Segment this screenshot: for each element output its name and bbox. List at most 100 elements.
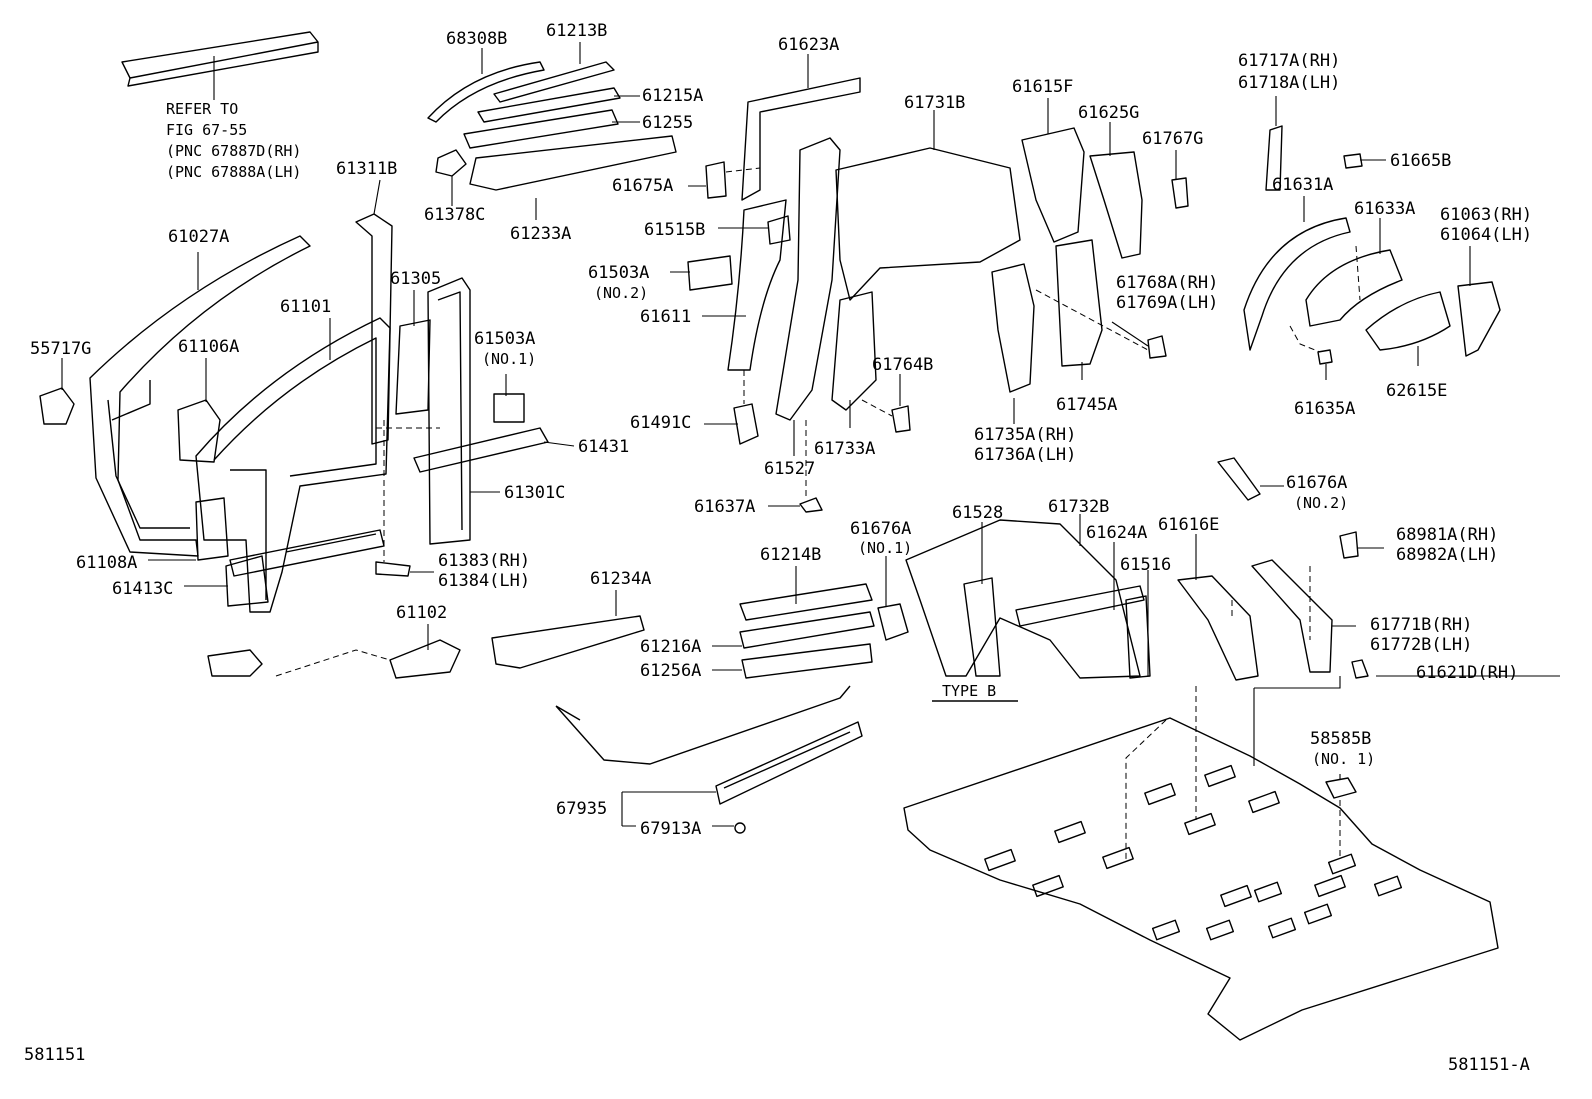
label-67935: 67935 <box>556 799 607 819</box>
type-b-body-side-part <box>905 519 1141 679</box>
label-61378C: 61378C <box>424 205 485 225</box>
header-61256A-part <box>741 643 873 679</box>
bracket-61378C-part <box>435 149 467 177</box>
bracket-61675A-part <box>705 161 727 199</box>
panel-61625G-part <box>1089 151 1143 259</box>
label-no1-58585B: (NO. 1) <box>1312 750 1375 768</box>
label-61413C: 61413C <box>112 579 173 599</box>
refer-note-line-4: (PNC 67888A(LH) <box>166 163 301 181</box>
bracket-61717A-part <box>1265 125 1283 191</box>
label-61063-rh: 61063(RH) <box>1440 205 1532 225</box>
label-61305: 61305 <box>390 269 441 289</box>
label-61623A: 61623A <box>778 35 839 55</box>
label-58585B: 58585B <box>1310 729 1371 749</box>
label-61767G: 61767G <box>1142 129 1203 149</box>
label-61772B-lh: 61772B(LH) <box>1370 635 1472 655</box>
label-61732B: 61732B <box>1048 497 1109 517</box>
catalog-number-right: 581151-A <box>1448 1055 1530 1075</box>
label-68982A-lh: 68982A(LH) <box>1396 545 1498 565</box>
label-61768A-rh: 61768A(RH) <box>1116 273 1218 293</box>
bracket-68981A-part <box>1339 531 1359 559</box>
header-61214B-part <box>739 583 873 621</box>
label-61718A-lh: 61718A(LH) <box>1238 73 1340 93</box>
refer-note-line-2: FIG 67-55 <box>166 121 247 139</box>
label-no2-61503A: (NO.2) <box>594 284 648 302</box>
panel-61413C-part <box>225 555 269 607</box>
label-61102: 61102 <box>396 603 447 623</box>
bracket-61515B-part <box>767 215 791 245</box>
label-61256A: 61256A <box>640 661 701 681</box>
clip-61637A-part <box>799 497 823 513</box>
label-61064-lh: 61064(LH) <box>1440 225 1532 245</box>
liner-62615E-part <box>1365 291 1451 351</box>
bracket-61106A-part <box>177 399 221 463</box>
panel-61108A-part <box>195 497 229 561</box>
label-61106A: 61106A <box>178 337 239 357</box>
label-62615E: 62615E <box>1386 381 1447 401</box>
bracket-61491C-part <box>733 403 759 445</box>
panel-61616E-part <box>1177 575 1259 681</box>
bracket-lower-left-part <box>207 649 263 677</box>
wheelhouse-61631A-part <box>1243 217 1351 351</box>
label-61528: 61528 <box>952 503 1003 523</box>
label-61383-rh: 61383(RH) <box>438 551 530 571</box>
center-pillar-61311B-part <box>355 213 393 445</box>
bracket-55717G-part <box>39 387 75 425</box>
label-61733A: 61733A <box>814 439 875 459</box>
panel-61102-part <box>389 639 461 679</box>
door-opening-panel-61101-part <box>195 317 391 613</box>
panel-61733A-part <box>831 291 877 411</box>
label-61631A: 61631A <box>1272 175 1333 195</box>
patch-61503A-no1-part <box>493 393 525 423</box>
header-61233A-part <box>469 135 677 191</box>
center-pillar-61301C-part <box>427 277 471 545</box>
label-61216A: 61216A <box>640 637 701 657</box>
rocker-panel-part <box>229 529 385 577</box>
label-68981A-rh: 68981A(RH) <box>1396 525 1498 545</box>
type-b-61516-part <box>1125 595 1151 679</box>
bracket-61383-part <box>375 561 411 577</box>
label-61101: 61101 <box>280 297 331 317</box>
label-61213B: 61213B <box>546 21 607 41</box>
clip-61767G-part <box>1171 177 1189 209</box>
floor-panel-edge-part <box>555 685 851 765</box>
label-61108A: 61108A <box>76 553 137 573</box>
label-61255: 61255 <box>642 113 693 133</box>
label-61635A: 61635A <box>1294 399 1355 419</box>
panel-61621D-part <box>1351 659 1369 679</box>
clip-67913A-part <box>734 822 746 834</box>
label-61624A: 61624A <box>1086 523 1147 543</box>
panel-61745A-part <box>1055 239 1103 367</box>
label-61675A: 61675A <box>612 176 673 196</box>
quarter-inner-61611-part <box>727 199 787 371</box>
patch-61503A-no2-part <box>687 255 733 291</box>
label-61234A: 61234A <box>590 569 651 589</box>
label-no1-61676A: (NO.1) <box>858 539 912 557</box>
label-61625G: 61625G <box>1078 103 1139 123</box>
header-61213B-part <box>493 61 615 103</box>
rear-floor-mat-part <box>903 717 1499 1041</box>
label-61764B: 61764B <box>872 355 933 375</box>
label-61621D-rh: 61621D(RH) <box>1416 663 1518 683</box>
label-61215A: 61215A <box>642 86 703 106</box>
label-61676A-no1: 61676A <box>850 519 911 539</box>
label-61491C: 61491C <box>630 413 691 433</box>
leader-lines <box>61 42 1560 860</box>
header-61215A-part <box>477 87 621 123</box>
type-b-caption: TYPE B <box>942 682 996 700</box>
part-labels: REFER TO FIG 67-55 (PNC 67887D(RH) (PNC … <box>24 21 1532 1075</box>
front-body-panel-part <box>89 235 311 557</box>
label-61384-lh: 61384(LH) <box>438 571 530 591</box>
part-drawings <box>39 31 1501 1041</box>
label-61665B: 61665B <box>1390 151 1451 171</box>
quarter-inner-61731B-part <box>835 147 1021 301</box>
label-61311B: 61311B <box>336 159 397 179</box>
front-body-inner-part <box>107 380 190 529</box>
refer-note-line-3: (PNC 67887D(RH) <box>166 142 301 160</box>
scuff-plate-67935-part <box>715 721 863 805</box>
label-55717G: 55717G <box>30 339 91 359</box>
bracket-61764B-part <box>891 405 911 433</box>
label-61515B: 61515B <box>644 220 705 240</box>
quarter-panel-61623A-part <box>741 77 861 201</box>
